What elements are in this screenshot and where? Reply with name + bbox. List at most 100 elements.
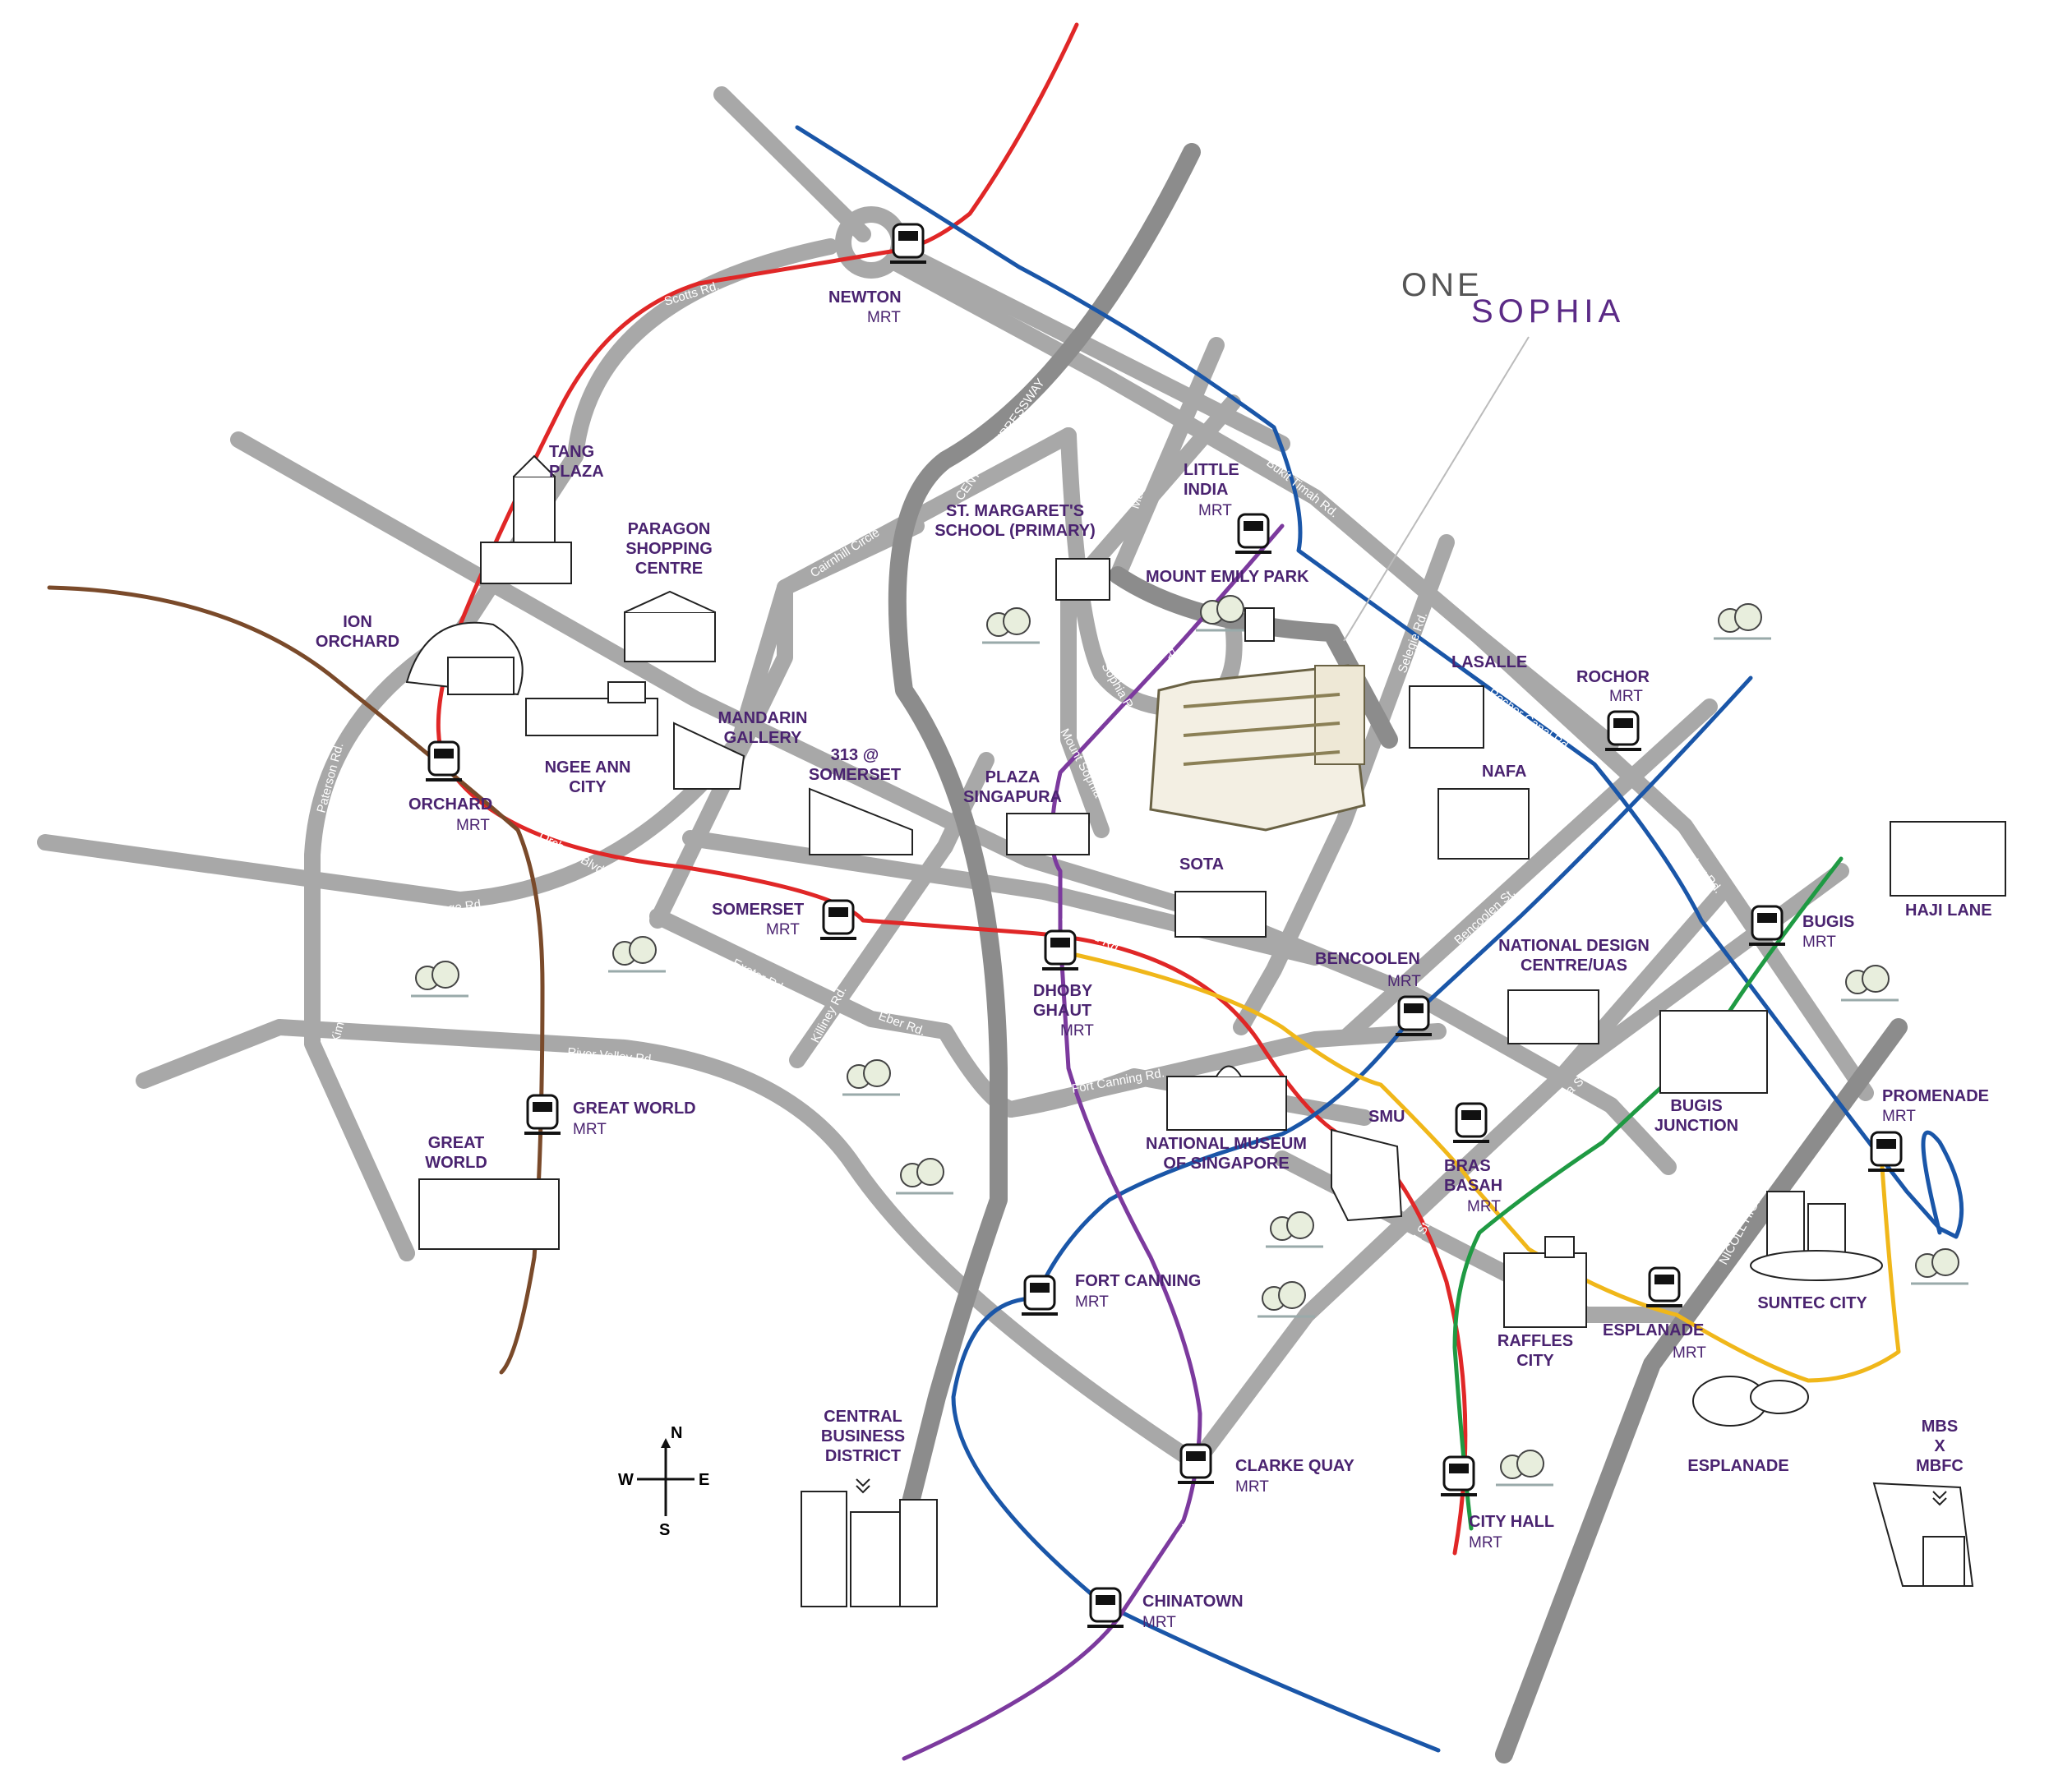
- landmark-name: GREAT WORLD: [425, 1134, 487, 1172]
- road-hill-st: [1188, 1159, 1471, 1471]
- label-line: OF SINGAPORE: [1163, 1155, 1289, 1173]
- mount-emily-building-icon: [1244, 607, 1275, 642]
- station-sub: MRT: [1060, 1022, 1094, 1040]
- station-sub: MRT: [867, 309, 901, 326]
- label-line: JUNCTION: [1654, 1117, 1738, 1135]
- label-line: GREAT: [428, 1134, 485, 1152]
- label-line: ESPLANADE: [1687, 1457, 1788, 1475]
- tree-icon: [411, 961, 468, 998]
- smu-building-icon: [1331, 1128, 1403, 1222]
- train-icon: [524, 1094, 561, 1135]
- road-label: Eber Rd.: [877, 1009, 927, 1039]
- label-line: DISTRICT: [825, 1447, 901, 1465]
- label-line: SCHOOL (PRIMARY): [934, 522, 1096, 540]
- tree-icon: [1714, 603, 1771, 640]
- suntec-building-icon: [1750, 1191, 1883, 1281]
- road-wilkie: [1060, 583, 1110, 838]
- mbs-building-icon: [1872, 1482, 1974, 1587]
- mandarin-building-icon: [673, 722, 745, 790]
- station-sub: MRT: [1802, 934, 1836, 951]
- label-line: HAJI LANE: [1905, 901, 1992, 920]
- one-sophia-logo: ONE SOPHIA: [1343, 267, 1620, 642]
- label-line: WORLD: [425, 1154, 487, 1172]
- label-line: BUSINESS: [821, 1427, 905, 1445]
- road-central-expressway: [887, 143, 1201, 1570]
- label-line: TANG: [549, 443, 594, 461]
- logo-line1: ONE: [1401, 267, 1483, 303]
- road-label: Bukit Timah Rd.: [1264, 456, 1341, 521]
- station-sub: MRT: [1142, 1614, 1176, 1631]
- compass-n: N: [671, 1424, 682, 1442]
- paragon-building-icon: [624, 590, 716, 662]
- label-line: SOMERSET: [809, 766, 901, 784]
- road-rochor-rd: [1471, 629, 1874, 1101]
- label-line: NGEE ANN: [545, 758, 631, 777]
- nafa-building-icon: [1437, 788, 1530, 860]
- road-rochor-canal: [1340, 698, 1718, 1044]
- station-sub: MRT: [456, 817, 490, 834]
- tree-icon: [896, 1158, 953, 1195]
- label-line: CENTRAL: [824, 1408, 902, 1426]
- label-line: MBFC: [1916, 1457, 1964, 1475]
- label-line: RAFFLES: [1497, 1332, 1573, 1350]
- road-label: New Bridge Rd.: [1138, 1519, 1195, 1600]
- station-sub: MRT: [766, 921, 800, 938]
- landmark-name: SUNTEC CITY: [1757, 1294, 1867, 1312]
- compass-e: E: [699, 1471, 709, 1489]
- mrt-yellow-line: [1066, 951, 1901, 1383]
- station-name: FORT CANNING: [1075, 1272, 1201, 1290]
- landmark-name: NAFA: [1482, 763, 1526, 781]
- road-label: Scotts Rd.: [662, 279, 721, 308]
- label-line: MOUNT EMILY PARK: [1146, 568, 1309, 586]
- sota-building-icon: [1174, 891, 1267, 938]
- station-name: NEWTON: [828, 288, 902, 307]
- tree-icon: [1258, 1281, 1315, 1318]
- road-label: Bras Basah Rd.: [1552, 1178, 1631, 1239]
- landmark-name: LASALLE: [1451, 653, 1527, 671]
- cbd-building-icon: [801, 1491, 938, 1607]
- tree-icon: [608, 936, 666, 973]
- road-selegie: [1233, 534, 1455, 1035]
- train-icon: [890, 223, 926, 264]
- lasalle-building-icon: [1409, 685, 1484, 749]
- train-icon: [1453, 1102, 1489, 1143]
- label-line: BUGIS: [1670, 1097, 1722, 1115]
- label-line: PLAZA: [549, 463, 604, 481]
- landmark-name: BUGIS JUNCTION: [1654, 1097, 1738, 1135]
- label-line: NAFA: [1482, 763, 1526, 781]
- road-selegie-north: [1110, 337, 1225, 583]
- landmark-name: SOTA: [1179, 855, 1224, 874]
- landmark-name: HAJI LANE: [1905, 901, 1992, 920]
- nat-museum-building-icon: [1166, 1065, 1287, 1131]
- tree-icon: [1496, 1450, 1553, 1487]
- tree-icon: [1841, 965, 1899, 1002]
- plaza-singapura-building-icon: [1006, 813, 1090, 855]
- road-label: Paterson Rd.: [314, 741, 346, 814]
- park-trees: [411, 595, 1968, 1487]
- station-sub: MRT: [1235, 1478, 1269, 1496]
- tree-icon: [1266, 1211, 1323, 1248]
- landmark-name: ESPLANADE: [1687, 1457, 1788, 1475]
- station-sub: MRT: [1467, 1198, 1501, 1215]
- station-name: BENCOOLEN: [1315, 950, 1420, 968]
- train-icon: [1087, 1587, 1124, 1628]
- station-sub: MRT: [1075, 1293, 1109, 1311]
- station-name: ESPLANADE: [1603, 1321, 1704, 1339]
- station-name: ORCHARD: [408, 795, 492, 814]
- landmark-name: 313 @SOMERSET: [809, 746, 901, 784]
- road-label: Cairnhill Rd.: [792, 610, 824, 678]
- label-line: ION: [343, 613, 372, 631]
- road-cairnhill: [777, 427, 1077, 596]
- tree-icon: [1911, 1248, 1968, 1285]
- train-icon: [1178, 1443, 1214, 1484]
- station-name: BUGIS: [1802, 913, 1854, 931]
- bugis-junction-building-icon: [1659, 1010, 1768, 1094]
